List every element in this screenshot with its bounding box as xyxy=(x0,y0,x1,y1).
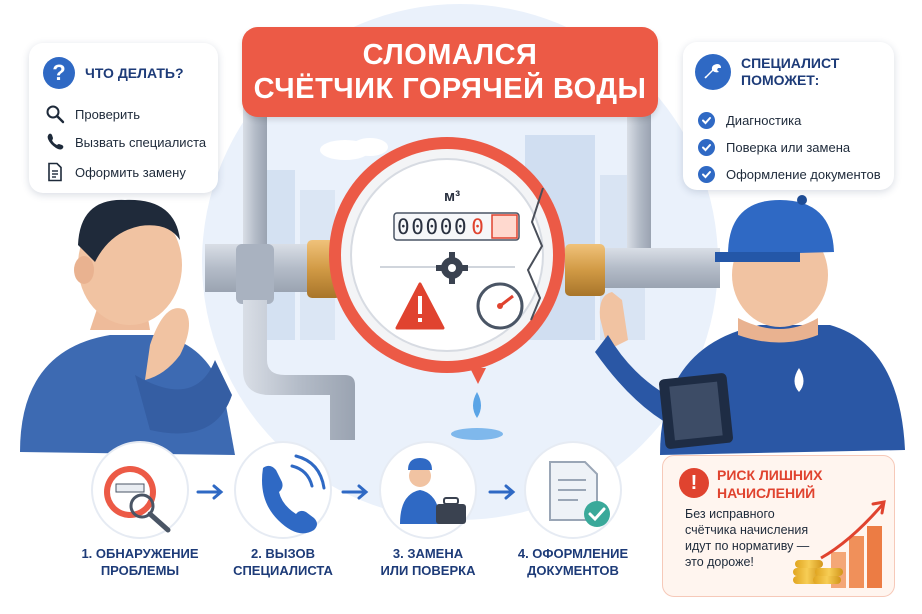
what-to-do-heading: ? Что делать? xyxy=(43,57,184,89)
technician-illustration xyxy=(595,195,905,455)
crack xyxy=(526,187,544,321)
list-item-verification: Поверка или замена xyxy=(696,137,850,157)
magnifier-icon xyxy=(45,104,65,124)
specialist-bubble: Специалист поможет: Диагностика Поверка … xyxy=(683,42,894,190)
specialist-title-line-2: поможет: xyxy=(741,72,820,88)
meter-magnifier-icon xyxy=(104,466,171,533)
step-1-line-2: проблемы xyxy=(100,563,180,578)
wrench-icon xyxy=(695,54,731,90)
water-puddle xyxy=(451,428,503,440)
list-item-label: Поверка или замена xyxy=(726,139,851,155)
list-item-call: Вызвать специалиста xyxy=(45,132,206,152)
alert-icon: ! xyxy=(679,468,709,498)
pressure-dial-icon xyxy=(476,282,524,330)
specialist-heading: Специалист поможет: xyxy=(695,54,839,90)
list-item-documents: Оформление документов xyxy=(696,164,881,184)
what-to-do-title: Что делать? xyxy=(85,64,184,81)
list-item-label: Оформление документов xyxy=(726,166,881,182)
check-icon xyxy=(697,111,715,129)
step-3-label: 3. Замена или поверка xyxy=(353,545,503,579)
risk-box: ! Риск лишних начислений Без исправного … xyxy=(662,455,895,597)
step-arrows xyxy=(196,484,516,500)
clipboard-icon xyxy=(659,373,733,449)
step-2-label: 2. Вызов специалиста xyxy=(208,545,358,579)
question-icon: ? xyxy=(43,57,75,89)
phone-call-icon xyxy=(262,454,326,534)
water-meter xyxy=(329,137,565,440)
meter-digits-main: 00000 xyxy=(397,215,469,239)
what-to-do-bubble: ? Что делать? Проверить Вызвать специали… xyxy=(29,43,218,193)
specialist-title-line-1: Специалист xyxy=(741,55,840,71)
drip-tip xyxy=(470,368,486,384)
step-2-line-2: специалиста xyxy=(233,563,333,578)
step-1-label: 1. Обнаружение проблемы xyxy=(65,545,215,579)
step-2-line-1: 2. Вызов xyxy=(250,546,316,561)
warning-icon xyxy=(395,282,445,330)
step-1-line-1: 1. Обнаружение xyxy=(81,546,199,561)
step-4-line-1: 4. Оформление xyxy=(517,546,629,561)
document-icon xyxy=(45,162,65,182)
list-item-replace: Оформить замену xyxy=(45,162,186,182)
step-4-line-2: документов xyxy=(527,563,619,578)
risk-description: Без исправного счётчика начисления идут … xyxy=(685,507,810,569)
step-icons xyxy=(91,441,622,539)
list-item-label: Оформить замену xyxy=(75,164,186,180)
list-item-label: Диагностика xyxy=(726,112,802,128)
meter-unit: м³ xyxy=(444,188,461,205)
title-line-2: счётчик горячей воды xyxy=(253,73,647,105)
list-item-diagnostics: Диагностика xyxy=(696,110,801,130)
list-item-label: Вызвать специалиста xyxy=(75,134,207,150)
rising-costs-icon xyxy=(793,500,886,588)
step-3-line-2: или поверка xyxy=(380,563,476,578)
water-drop-icon xyxy=(473,392,481,418)
phone-icon xyxy=(45,132,65,152)
check-icon xyxy=(697,138,715,156)
step-4-label: 4. Оформление документов xyxy=(498,545,648,579)
title-banner: Сломался счётчик горячей воды xyxy=(242,27,658,117)
gear-icon xyxy=(436,252,468,284)
coins-icon xyxy=(793,560,843,584)
white-drop-icon xyxy=(794,368,804,392)
step-3-line-1: 3. Замена xyxy=(392,546,464,561)
document-check-icon xyxy=(549,461,610,527)
thinking-man-illustration xyxy=(20,199,235,455)
risk-title: Риск лишних начислений xyxy=(717,466,822,502)
meter-digits: 00000 0 xyxy=(397,214,485,240)
technician-toolbox-icon xyxy=(400,458,466,524)
check-icon xyxy=(697,165,715,183)
list-item-check: Проверить xyxy=(45,104,140,124)
risk-title-line-2: начислений xyxy=(717,485,816,501)
list-item-label: Проверить xyxy=(75,106,141,122)
risk-title-line-1: Риск лишних xyxy=(717,467,823,483)
meter-digit-last: 0 xyxy=(471,215,486,239)
title-line-1: Сломался xyxy=(362,39,538,71)
